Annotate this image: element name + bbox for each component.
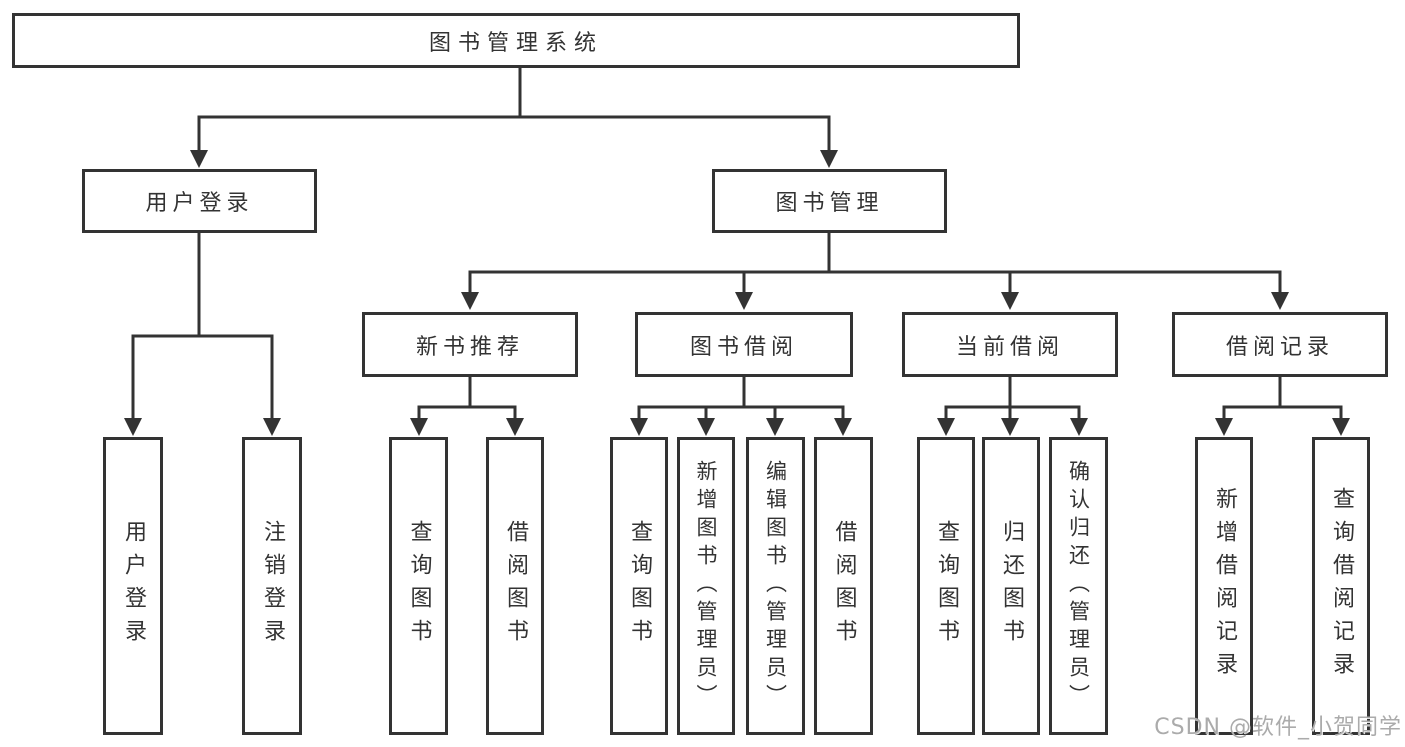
arrowhead — [1070, 418, 1088, 436]
leaf-borrow-books-recommend: 借阅图书 — [486, 437, 544, 735]
arrowhead — [1215, 418, 1233, 436]
leaf-query-books-borrowing: 查询图书 — [610, 437, 668, 735]
node-new-book-recommend: 新书推荐 — [362, 312, 578, 377]
node-current-borrowing: 当前借阅 — [902, 312, 1118, 377]
arrowhead — [190, 150, 208, 168]
leaf-query-borrow-record: 查询借阅记录 — [1312, 437, 1370, 735]
leaf-user-login: 用户登录 — [103, 437, 163, 735]
connector-root-to-level2 — [190, 68, 838, 168]
connector-book-borrowing-to-leaves — [630, 377, 852, 436]
arrowhead — [697, 418, 715, 436]
leaf-query-books-current: 查询图书 — [917, 437, 975, 735]
arrowhead — [834, 418, 852, 436]
arrowhead — [1271, 292, 1289, 310]
arrowhead — [124, 418, 142, 436]
node-user-login: 用户登录 — [82, 169, 317, 233]
arrowhead — [410, 418, 428, 436]
leaf-borrow-books-borrowing: 借阅图书 — [814, 437, 873, 735]
arrowhead — [766, 418, 784, 436]
leaf-edit-books-admin: 编辑图书（管理员） — [746, 437, 805, 735]
node-borrowing-records: 借阅记录 — [1172, 312, 1388, 377]
arrowhead — [506, 418, 524, 436]
node-library-system: 图书管理系统 — [12, 13, 1020, 68]
leaf-query-books-recommend: 查询图书 — [389, 437, 448, 735]
node-book-management: 图书管理 — [712, 169, 947, 233]
connector-current-borrowing-to-leaves — [937, 377, 1088, 436]
watermark: CSDN @软件_小贺同学 — [1154, 715, 1402, 740]
arrowhead — [1001, 292, 1019, 310]
arrowhead — [1332, 418, 1350, 436]
connector-new-book-recommend-to-leaves — [410, 377, 524, 436]
leaf-add-books-admin: 新增图书（管理员） — [677, 437, 735, 735]
node-book-borrowing: 图书借阅 — [635, 312, 853, 377]
arrowhead — [263, 418, 281, 436]
leaf-confirm-return-admin: 确认归还（管理员） — [1049, 437, 1108, 735]
arrowhead — [1001, 418, 1019, 436]
arrowhead — [820, 150, 838, 168]
connector-user-login-to-leaves — [124, 233, 281, 436]
leaf-logout: 注销登录 — [242, 437, 302, 735]
arrowhead — [630, 418, 648, 436]
arrowhead — [735, 292, 753, 310]
leaf-return-books: 归还图书 — [982, 437, 1040, 735]
arrowhead — [461, 292, 479, 310]
connector-borrowing-records-to-leaves — [1215, 377, 1350, 436]
leaf-add-borrow-record: 新增借阅记录 — [1195, 437, 1253, 735]
arrowhead — [937, 418, 955, 436]
connector-book-management-to-level3 — [461, 233, 1289, 310]
